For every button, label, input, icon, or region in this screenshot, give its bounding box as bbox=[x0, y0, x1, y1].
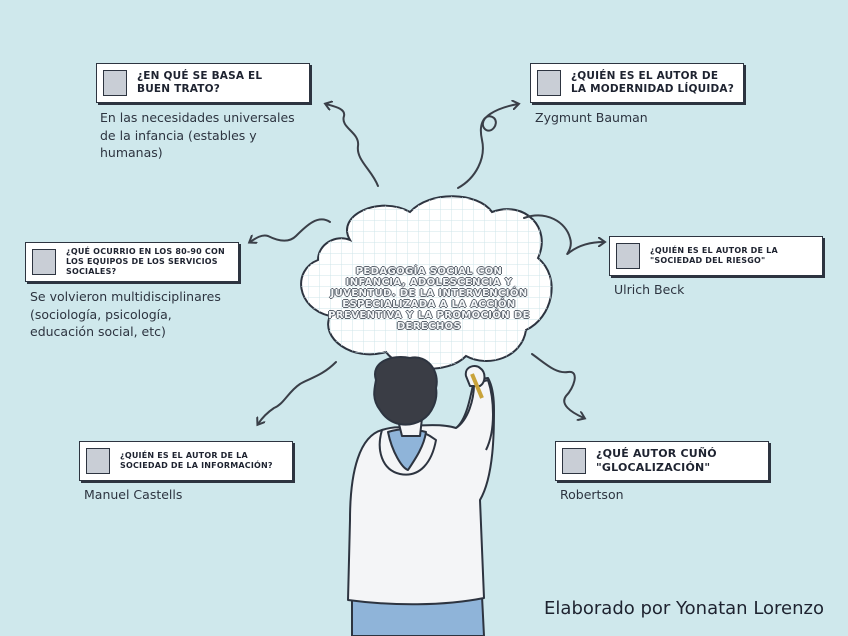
question-box-sociedad-riesgo: ¿QUIÉN ES EL AUTOR DE LA "SOCIEDAD DEL R… bbox=[609, 236, 823, 276]
checkbox-square-icon bbox=[616, 243, 640, 269]
author-credit: Elaborado por Yonatan Lorenzo bbox=[544, 598, 824, 619]
checkbox-square-icon bbox=[562, 448, 586, 474]
question-box-servicios-sociales: ¿QUÉ OCURRIO EN LOS 80-90 CON LOS EQUIPO… bbox=[25, 242, 239, 282]
question-text: ¿QUIÉN ES EL AUTOR DE LA MODERNIDAD LÍQU… bbox=[571, 70, 736, 96]
answer-text-servicios-sociales: Se volvieron multidisciplinares (sociolo… bbox=[30, 288, 230, 341]
answer-text-modernidad-liquida: Zygmunt Bauman bbox=[535, 109, 648, 127]
arrow-bottom-right bbox=[532, 354, 584, 418]
person-drawing bbox=[348, 357, 494, 636]
question-text: ¿QUIÉN ES EL AUTOR DE LA "SOCIEDAD DEL R… bbox=[650, 246, 815, 266]
question-text: ¿QUIÉN ES EL AUTOR DE LA SOCIEDAD DE LA … bbox=[120, 451, 285, 471]
arrow-left bbox=[250, 219, 330, 242]
central-topic-title: PEDAGOGÍA SOCIAL CON INFANCIA, ADOLESCEN… bbox=[328, 266, 530, 332]
checkbox-square-icon bbox=[32, 249, 56, 275]
answer-text-buen-trato: En las necesidades universales de la inf… bbox=[100, 109, 300, 162]
question-box-glocalizacion: ¿QUÉ AUTOR CUÑÓ "GLOCALIZACIÓN" bbox=[555, 441, 769, 481]
question-box-buen-trato: ¿EN QUÉ SE BASA EL BUEN TRATO? bbox=[96, 63, 310, 103]
answer-text-sociedad-informacion: Manuel Castells bbox=[84, 486, 182, 504]
question-text: ¿EN QUÉ SE BASA EL BUEN TRATO? bbox=[137, 70, 297, 96]
checkbox-square-icon bbox=[86, 448, 110, 474]
answer-text-glocalizacion: Robertson bbox=[560, 486, 624, 504]
arrow-top-left bbox=[326, 104, 378, 186]
question-box-modernidad-liquida: ¿QUIÉN ES EL AUTOR DE LA MODERNIDAD LÍQU… bbox=[530, 63, 744, 103]
arrow-bottom-left bbox=[258, 362, 336, 424]
checkbox-square-icon bbox=[537, 70, 561, 96]
question-box-sociedad-informacion: ¿QUIÉN ES EL AUTOR DE LA SOCIEDAD DE LA … bbox=[79, 441, 293, 481]
question-text: ¿QUÉ OCURRIO EN LOS 80-90 CON LOS EQUIPO… bbox=[66, 247, 238, 277]
question-text: ¿QUÉ AUTOR CUÑÓ "GLOCALIZACIÓN" bbox=[596, 447, 756, 475]
answer-text-sociedad-riesgo: Ulrich Beck bbox=[614, 281, 684, 299]
arrow-top-right bbox=[458, 104, 518, 188]
checkbox-square-icon bbox=[103, 70, 127, 96]
